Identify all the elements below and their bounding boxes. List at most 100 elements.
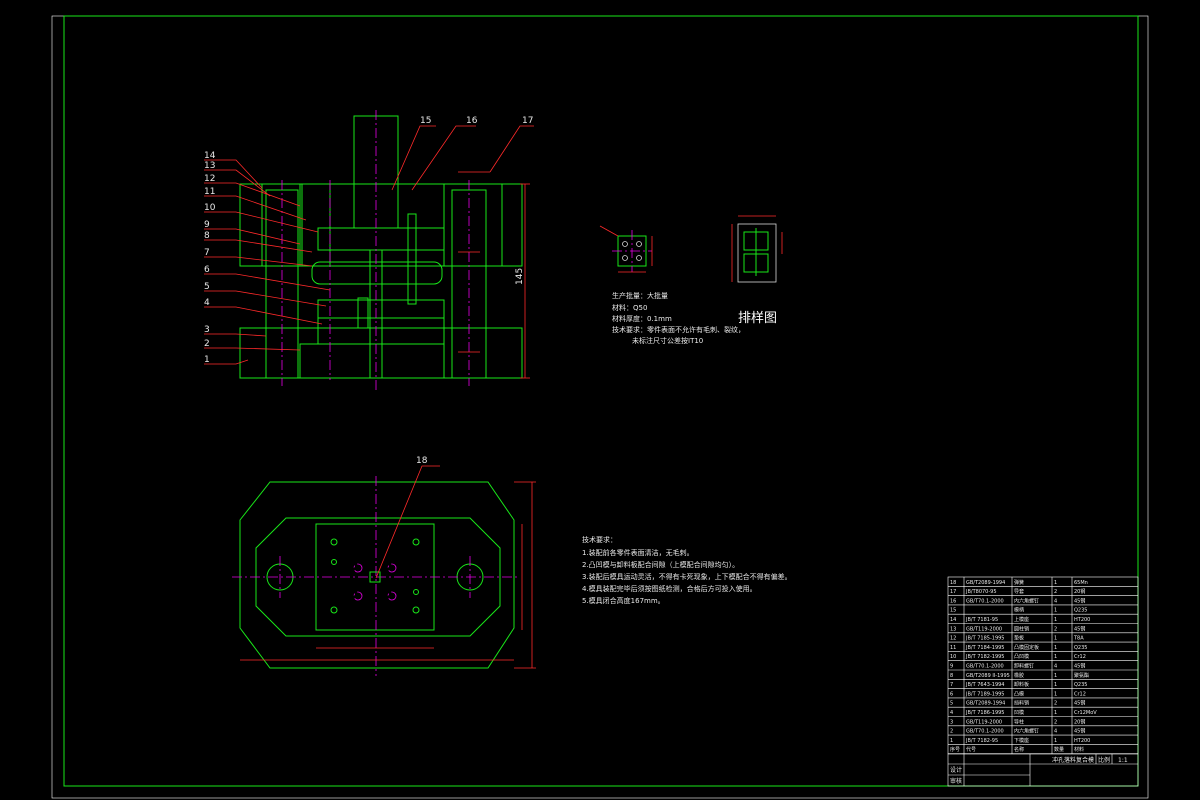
bom-cell: 上模座 [1014,616,1029,623]
bom-cell: 挡料销 [1014,700,1029,707]
plan-view: 18 [232,456,536,676]
bom-header-cell: 数量 [1054,746,1064,753]
die-block [317,317,445,345]
bom-cell: HT200 [1074,738,1090,744]
bom-cell: 9 [950,664,953,670]
outer-frame [51,15,1149,799]
svg-text:4.模具装配完毕后须按图纸检测，合格后方可投入使用。: 4.模具装配完毕后须按图纸检测，合格后方可投入使用。 [582,584,757,593]
bom-cell: 1 [1054,617,1057,623]
lower-base-outline [239,481,515,669]
bom-cell: 65Mn [1074,580,1088,586]
bom-cell: 8 [950,673,953,679]
bom-cell: 模柄 [1014,607,1024,614]
bom-cell: T8A [1073,636,1084,642]
bom-cell: 2 [950,729,953,735]
bom-cell: GB/T70.1-2000 [966,598,1004,604]
bom-cell: 1 [950,738,953,744]
bom-header-cell: 序号 [950,746,960,753]
bom-cell: JB/T 7643-1994 [965,682,1005,688]
callout-13: 13 [204,161,215,171]
bom-cell: GB/T119-2000 [966,626,1002,632]
callout-17: 17 [522,116,533,126]
callout-5: 5 [204,282,210,292]
section-view [239,110,523,392]
svg-text:材料厚度：0.1mm: 材料厚度：0.1mm [612,314,672,323]
bom-cell: 2 [1054,701,1057,707]
svg-text:5.模具闭合高度167mm。: 5.模具闭合高度167mm。 [582,596,665,605]
title-block: 冲孔落料复合模 比例 1:1 设计 审核 [947,753,1139,787]
technical-requirements: 技术要求： 1.装配前各零件表面清洁，无毛刺。 2.凸凹模与卸料板配合间隙（上模… [582,535,792,605]
callout-10: 10 [204,203,216,213]
bom-cell: 凸凹模 [1014,653,1029,660]
bom-cell: 13 [950,626,956,632]
part-notes: 生产批量：大批量 材料：Q50 材料厚度：0.1mm 技术要求：零件表面不允许有… [612,291,745,345]
svg-text:冲孔落料复合模: 冲孔落料复合模 [1052,756,1094,764]
bom-cell: 2 [1054,589,1057,595]
bom-cell: 凸模 [1014,690,1024,697]
leader-11 [204,195,307,221]
bom-cell: 3 [950,719,953,725]
bom-cell: 内六角螺钉 [1014,597,1039,604]
base-inner-outline [255,517,501,637]
bom-cell: Q235 [1074,682,1087,688]
bom-cell: 7 [950,682,953,688]
bom-cell: 垫板 [1014,635,1024,642]
svg-text:比例: 比例 [1098,756,1110,764]
bom-cell: 1 [1054,738,1057,744]
bom-cell: 45钢 [1074,700,1085,707]
bom-cell: 45钢 [1074,625,1085,632]
bom-cell: 聚氨酯 [1074,672,1089,679]
bom-cell: 6 [950,691,953,697]
stripper-screw [407,213,417,305]
bom-cell: 45钢 [1074,728,1085,735]
callout-18: 18 [416,456,428,466]
svg-text:技术要求：零件表面不允许有毛刺、裂纹，: 技术要求：零件表面不允许有毛刺、裂纹， [612,325,745,334]
bom-cell: 导柱 [1014,718,1024,725]
bom-cell: GB/T70.1-2000 [966,664,1004,670]
callout-7: 7 [204,248,210,258]
leader-5 [204,290,327,307]
bom-cell: GB/T2089-1994 [966,701,1005,707]
bom-cell: JB/T8070-95 [965,589,997,595]
bom-cell: 1 [1054,636,1057,642]
bom-cell: 4 [1054,664,1057,670]
bom-cell: 1 [1054,608,1057,614]
bom-cell: 16 [950,598,956,604]
bom-cell: 橡胶 [1014,672,1024,679]
backing-plate [329,183,445,229]
leader-6 [204,273,331,291]
leader-13 [204,169,271,197]
bom-cell: 1 [1054,682,1057,688]
bom-cell: 11 [950,645,956,651]
bom-cell: JB/T 7184-1995 [965,645,1005,651]
bom-cell: 弹簧 [1014,579,1024,586]
bom-cell: 1 [1054,710,1057,716]
bom-cell: 导套 [1014,588,1024,595]
bom-cell: JB/T 7182-1995 [965,654,1005,660]
bom-cell: 1 [1054,645,1057,651]
bom-cell: 4 [950,710,953,716]
bom-cell: Q235 [1074,645,1087,651]
punch-plate-left [299,183,331,267]
callout-15: 15 [420,116,431,126]
bom-cell: 5 [950,701,953,707]
bom-cell: 20钢 [1074,718,1085,725]
bom-cell: Cr12 [1074,691,1086,697]
bom-cell: 2 [1054,719,1057,725]
callout-6: 6 [204,265,210,275]
bom-cell: 14 [950,617,956,623]
bom-cell: HT200 [1074,617,1090,623]
bom-cell: 18 [950,580,956,586]
stripper-plate [317,299,445,319]
lower-base-hatch [299,343,445,379]
bom-cell: JB/T 7182-95 [965,738,998,744]
svg-text:1.装配前各零件表面清洁，无毛刺。: 1.装配前各零件表面清洁，无毛刺。 [582,548,694,557]
leader-12 [204,182,301,207]
height-dimension: 145 [515,268,525,285]
part-detail [599,225,653,273]
svg-text:设计: 设计 [950,766,962,774]
callout-8: 8 [204,231,210,241]
bom-cell: JB/T 7185-1995 [965,636,1005,642]
lower-die-base [239,327,523,379]
